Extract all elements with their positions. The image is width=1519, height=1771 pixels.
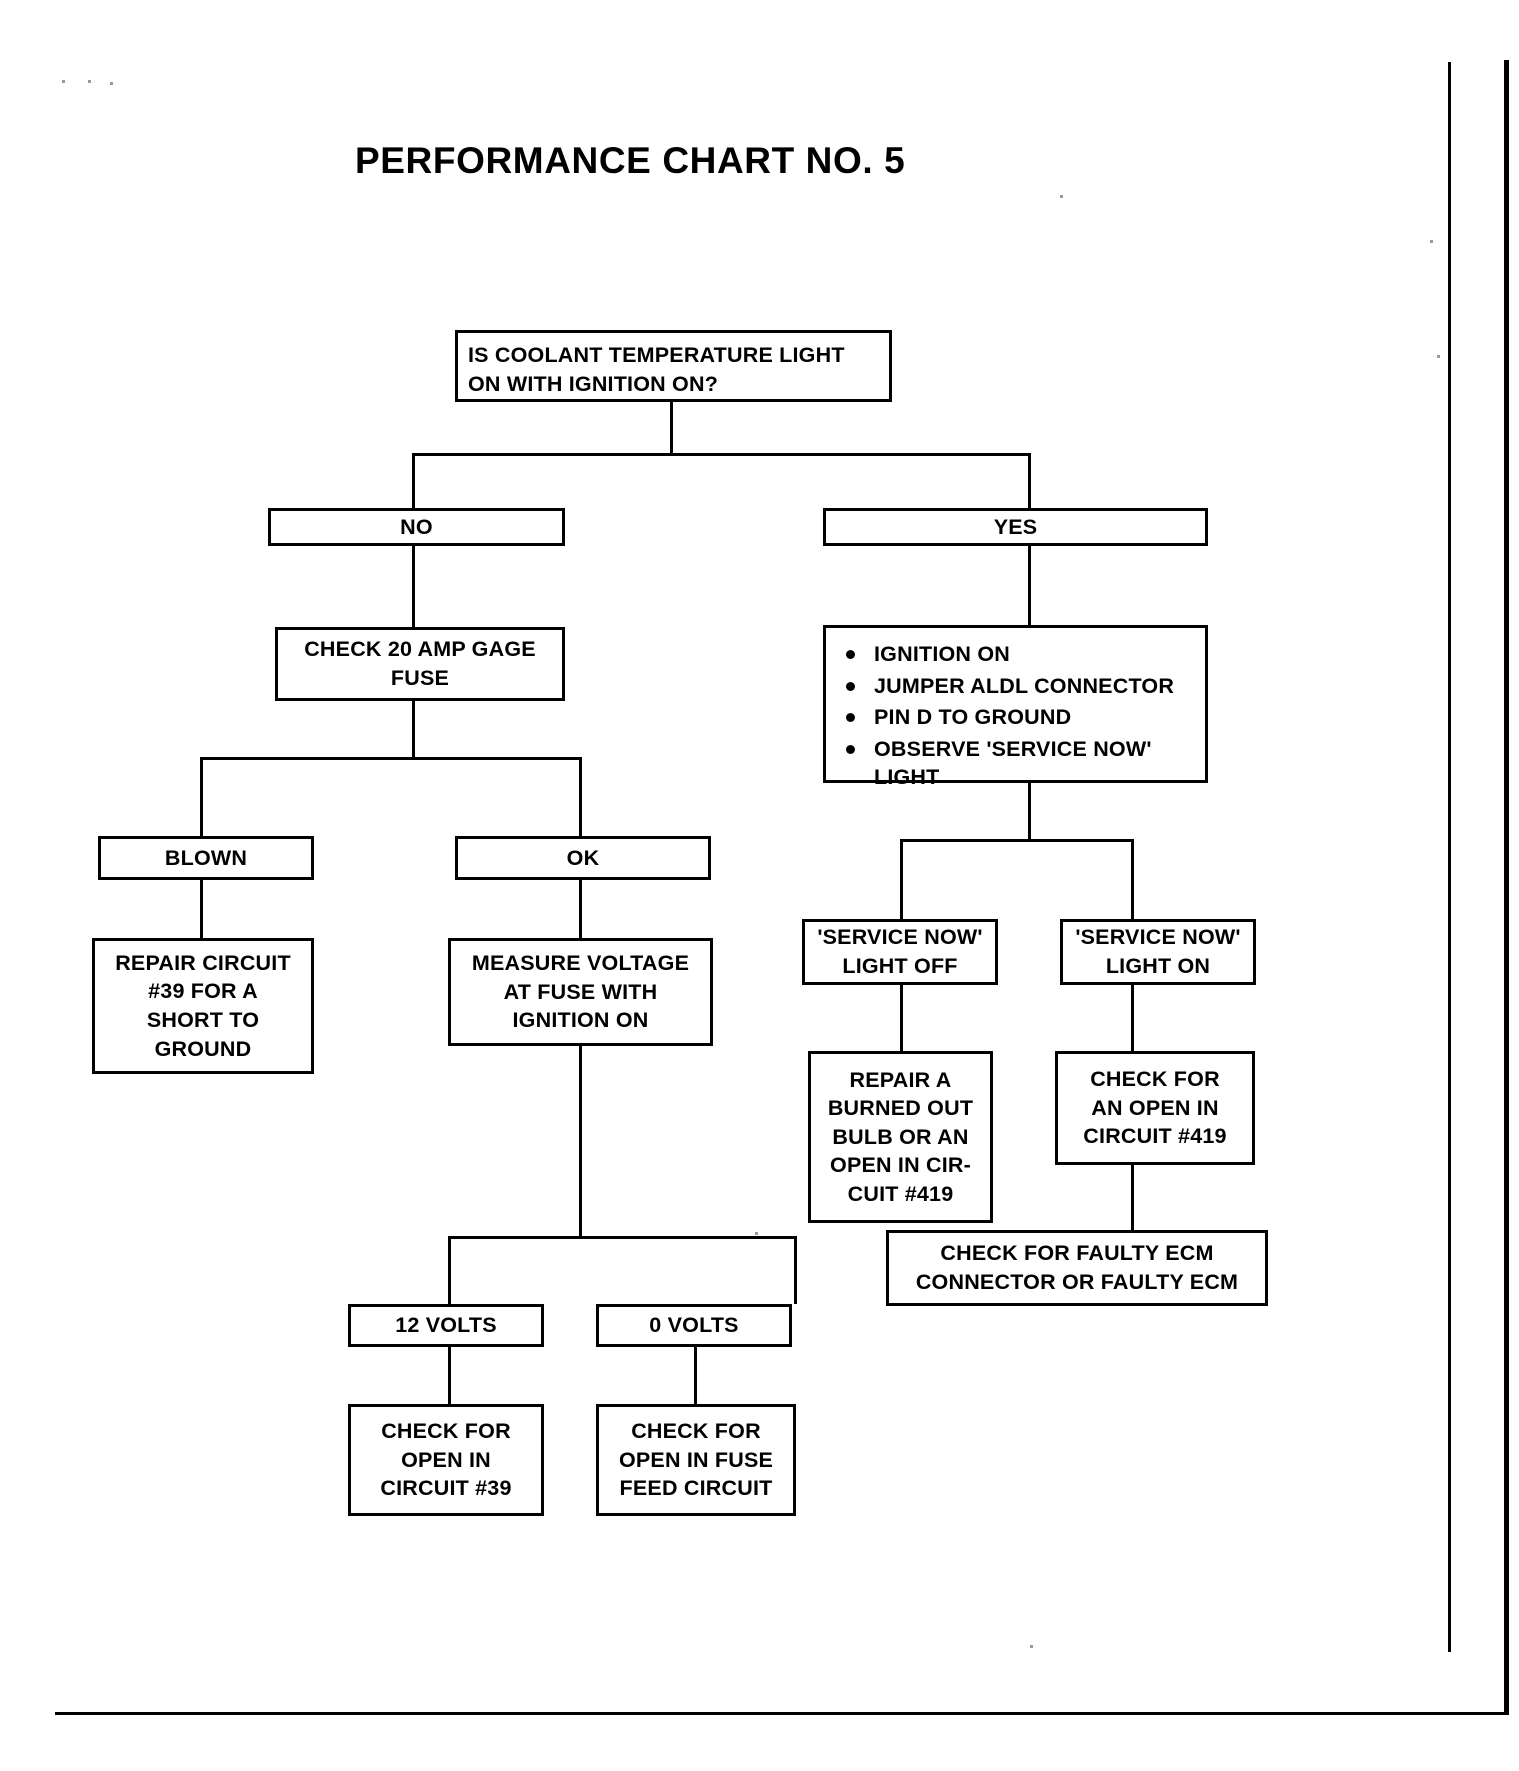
node-check-open-39[interactable]: CHECK FOR OPEN IN CIRCUIT #39 <box>348 1404 544 1516</box>
edge-no-to-checkfuse <box>412 545 415 627</box>
edge-0volts-down <box>694 1347 697 1404</box>
scan-speck <box>1060 195 1063 198</box>
node-ok-label: OK <box>566 845 600 870</box>
node-ok[interactable]: OK <box>455 836 711 880</box>
node-ignition-steps[interactable]: IGNITION ON JUMPER ALDL CONNECTOR PIN D … <box>823 625 1208 789</box>
node-root-question[interactable]: IS COOLANT TEMPERATURE LIGHT ON WITH IGN… <box>455 330 892 402</box>
page-right-rule-outer <box>1504 60 1509 1715</box>
edge-ok-to-measure <box>579 880 582 938</box>
edge-to-12volts <box>448 1236 451 1304</box>
edge-checkfuse-down <box>412 700 415 760</box>
edge-12volts-down <box>448 1347 451 1404</box>
node-check-fuse-label: CHECK 20 AMP GAGE FUSE <box>304 637 536 690</box>
scan-speck <box>88 80 91 83</box>
node-check-faulty-ecm-label: CHECK FOR FAULTY ECM CONNECTOR OR FAULTY… <box>915 1241 1239 1294</box>
edge-to-no <box>412 453 415 508</box>
ignition-steps-list: IGNITION ON JUMPER ALDL CONNECTOR PIN D … <box>842 640 1174 795</box>
page-right-rule-inner <box>1448 62 1451 1652</box>
edge-to-yes <box>1028 453 1031 508</box>
node-0-volts-label: 0 VOLTS <box>649 1313 739 1338</box>
node-blown[interactable]: BLOWN <box>98 836 314 880</box>
edge-snoff-down <box>900 965 903 1051</box>
scan-speck <box>62 80 65 83</box>
node-answer-no[interactable]: NO <box>268 508 565 546</box>
node-check-open-419-label: CHECK FOR AN OPEN IN CIRCUIT #419 <box>1083 1067 1227 1149</box>
edge-root-split-bar <box>412 453 1031 456</box>
page-bottom-rule <box>55 1712 1507 1715</box>
edge-root-down <box>670 400 673 455</box>
edge-bullets-down <box>1028 782 1031 842</box>
node-answer-yes[interactable]: YES <box>823 508 1208 546</box>
edge-blown-to-repair <box>200 880 203 938</box>
edge-measure-down <box>579 1040 582 1238</box>
node-root-question-label: IS COOLANT TEMPERATURE LIGHT ON WITH IGN… <box>468 343 845 396</box>
node-check-open-fuse-feed-label: CHECK FOR OPEN IN FUSE FEED CIRCUIT <box>618 1419 774 1501</box>
scan-speck <box>1430 240 1433 243</box>
node-service-now-light-on[interactable]: 'SERVICE NOW' LIGHT ON <box>1060 919 1256 985</box>
node-service-now-light-off-label: 'SERVICE NOW' LIGHT OFF <box>817 925 983 978</box>
edge-checkfuse-bar <box>200 757 582 760</box>
edge-yes-to-bullets <box>1028 545 1031 625</box>
node-repair-circuit-39-label: REPAIR CIRCUIT #39 FOR A SHORT TO GROUND <box>115 950 291 1061</box>
node-repair-bulb[interactable]: REPAIR A BURNED OUT BULB OR AN OPEN IN C… <box>808 1051 993 1223</box>
edge-to-blown <box>200 757 203 836</box>
node-service-now-light-off[interactable]: 'SERVICE NOW' LIGHT OFF <box>802 919 998 985</box>
edge-to-ok <box>579 757 582 836</box>
edge-to-snon <box>1131 839 1134 919</box>
edge-419-to-ecm <box>1131 1165 1134 1230</box>
node-12-volts-label: 12 VOLTS <box>395 1313 497 1338</box>
list-item: PIN D TO GROUND <box>842 703 1174 732</box>
edge-servicenow-bar <box>900 839 1134 842</box>
edge-to-0volts <box>794 1236 797 1304</box>
scan-speck <box>1030 1645 1033 1648</box>
node-check-fuse[interactable]: CHECK 20 AMP GAGE FUSE <box>275 627 565 701</box>
node-repair-bulb-label: REPAIR A BURNED OUT BULB OR AN OPEN IN C… <box>827 1067 974 1206</box>
edge-to-snoff <box>900 839 903 919</box>
edge-volts-bar <box>448 1236 797 1239</box>
node-service-now-light-on-label: 'SERVICE NOW' LIGHT ON <box>1075 925 1241 978</box>
node-answer-no-label: NO <box>400 514 433 539</box>
page-title: PERFORMANCE CHART NO. 5 <box>355 140 906 181</box>
node-check-open-419[interactable]: CHECK FOR AN OPEN IN CIRCUIT #419 <box>1055 1051 1255 1165</box>
scan-speck <box>110 82 113 85</box>
node-0-volts[interactable]: 0 VOLTS <box>596 1304 792 1347</box>
node-check-open-fuse-feed[interactable]: CHECK FOR OPEN IN FUSE FEED CIRCUIT <box>596 1404 796 1516</box>
list-item: IGNITION ON <box>842 640 1174 669</box>
node-blown-label: BLOWN <box>164 845 248 870</box>
node-check-faulty-ecm[interactable]: CHECK FOR FAULTY ECM CONNECTOR OR FAULTY… <box>886 1230 1268 1306</box>
node-12-volts[interactable]: 12 VOLTS <box>348 1304 544 1347</box>
node-answer-yes-label: YES <box>993 514 1038 539</box>
scan-speck <box>755 1232 758 1235</box>
node-measure-voltage[interactable]: MEASURE VOLTAGE AT FUSE WITH IGNITION ON <box>448 938 713 1046</box>
node-repair-circuit-39[interactable]: REPAIR CIRCUIT #39 FOR A SHORT TO GROUND <box>92 938 314 1074</box>
scan-speck <box>1437 355 1440 358</box>
node-check-open-39-label: CHECK FOR OPEN IN CIRCUIT #39 <box>380 1419 512 1501</box>
edge-snon-down <box>1131 965 1134 1051</box>
list-item: OBSERVE 'SERVICE NOW' LIGHT <box>842 735 1174 792</box>
list-item: JUMPER ALDL CONNECTOR <box>842 672 1174 701</box>
node-measure-voltage-label: MEASURE VOLTAGE AT FUSE WITH IGNITION ON <box>471 951 690 1033</box>
